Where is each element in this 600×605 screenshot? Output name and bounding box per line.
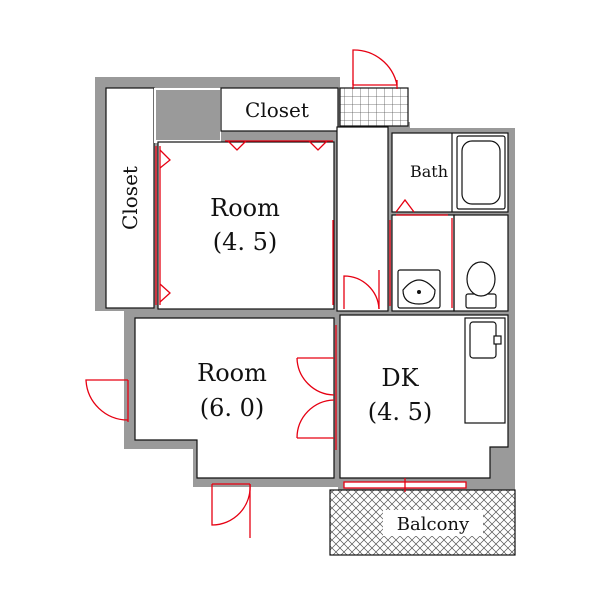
top-closet-area — [221, 88, 338, 131]
dk-size: (4. 5) — [368, 398, 433, 426]
south-door — [211, 483, 251, 526]
dk-name: DK — [381, 364, 419, 392]
corner-pillar — [156, 90, 220, 140]
bath-label: Bath — [410, 162, 448, 181]
bathtub-icon — [461, 140, 501, 205]
toilet-icon — [466, 261, 496, 297]
entrance-door — [352, 49, 398, 86]
room-lower-area — [135, 318, 334, 478]
room-upper-size: (4. 5) — [213, 228, 278, 256]
room-upper-area — [158, 142, 334, 309]
room-lower-size: (6. 0) — [200, 394, 265, 422]
balcony-label-bg — [383, 510, 483, 536]
closet-top-label: Closet — [245, 98, 309, 122]
kitchen-sink-icon — [469, 321, 497, 359]
balcony-label: Balcony — [397, 514, 470, 535]
west-door — [85, 379, 129, 421]
closet-left-label: Closet — [118, 166, 142, 230]
hall-door — [343, 275, 380, 310]
room-upper-name: Room — [210, 194, 280, 222]
room-lower-name: Room — [197, 359, 267, 387]
left-closet-area — [106, 88, 154, 308]
entrance-floor — [339, 87, 409, 127]
